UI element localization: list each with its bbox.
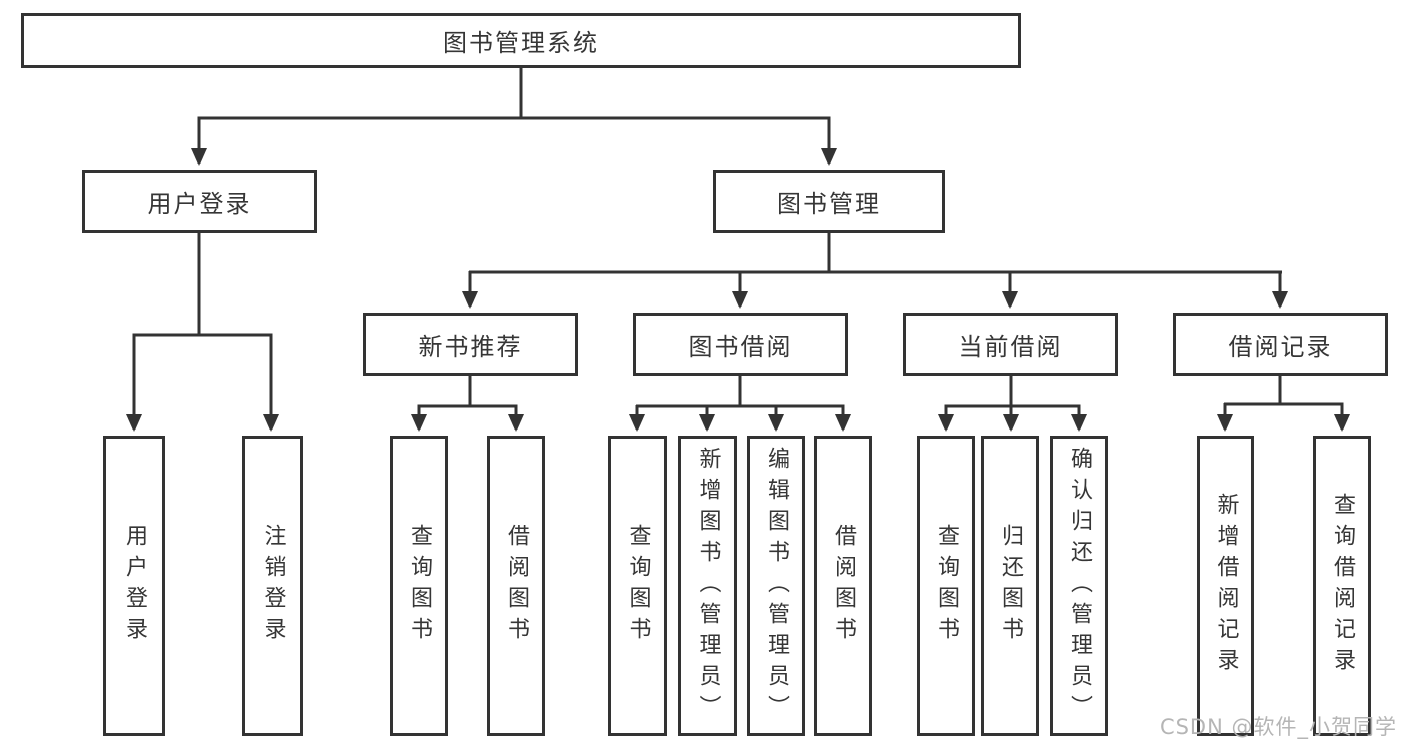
node-borrow-records: 借阅记录 [1173,313,1388,376]
connector-user-login [126,233,279,432]
leaf-borrow-add-books-admin: 新增图书（管理员） [678,436,737,736]
leaf-newbook-query-books: 查询图书 [390,436,448,736]
node-new-book-recommend: 新书推荐 [363,313,578,376]
connector-book-management [462,233,1288,309]
leaf-current-confirm-return-admin: 确认归还（管理员） [1050,436,1108,736]
leaf-current-query-books: 查询图书 [917,436,975,736]
connector-root [191,68,837,166]
node-user-login: 用户登录 [82,170,317,233]
leaf-user-login: 用户登录 [103,436,165,736]
leaf-borrow-borrow-books: 借阅图书 [814,436,872,736]
csdn-watermark: CSDN @软件_小贺同学 [1159,715,1397,739]
node-book-management: 图书管理 [713,170,945,233]
leaf-current-return-books: 归还图书 [981,436,1039,736]
node-current-borrow: 当前借阅 [903,313,1118,376]
leaf-borrow-query-books: 查询图书 [608,436,667,736]
node-book-borrow: 图书借阅 [633,313,848,376]
connector-current-borrow [938,376,1087,432]
connector-new-book [411,376,524,432]
leaf-borrow-edit-books-admin: 编辑图书（管理员） [747,436,805,736]
leaf-newbook-borrow-books: 借阅图书 [487,436,545,736]
leaf-logout: 注销登录 [242,436,303,736]
node-library-system-root: 图书管理系统 [21,13,1021,68]
leaf-record-add-record: 新增借阅记录 [1197,436,1254,736]
connector-borrow-record [1217,376,1350,432]
connector-book-borrow [629,376,851,432]
leaf-record-query-record: 查询借阅记录 [1313,436,1371,736]
